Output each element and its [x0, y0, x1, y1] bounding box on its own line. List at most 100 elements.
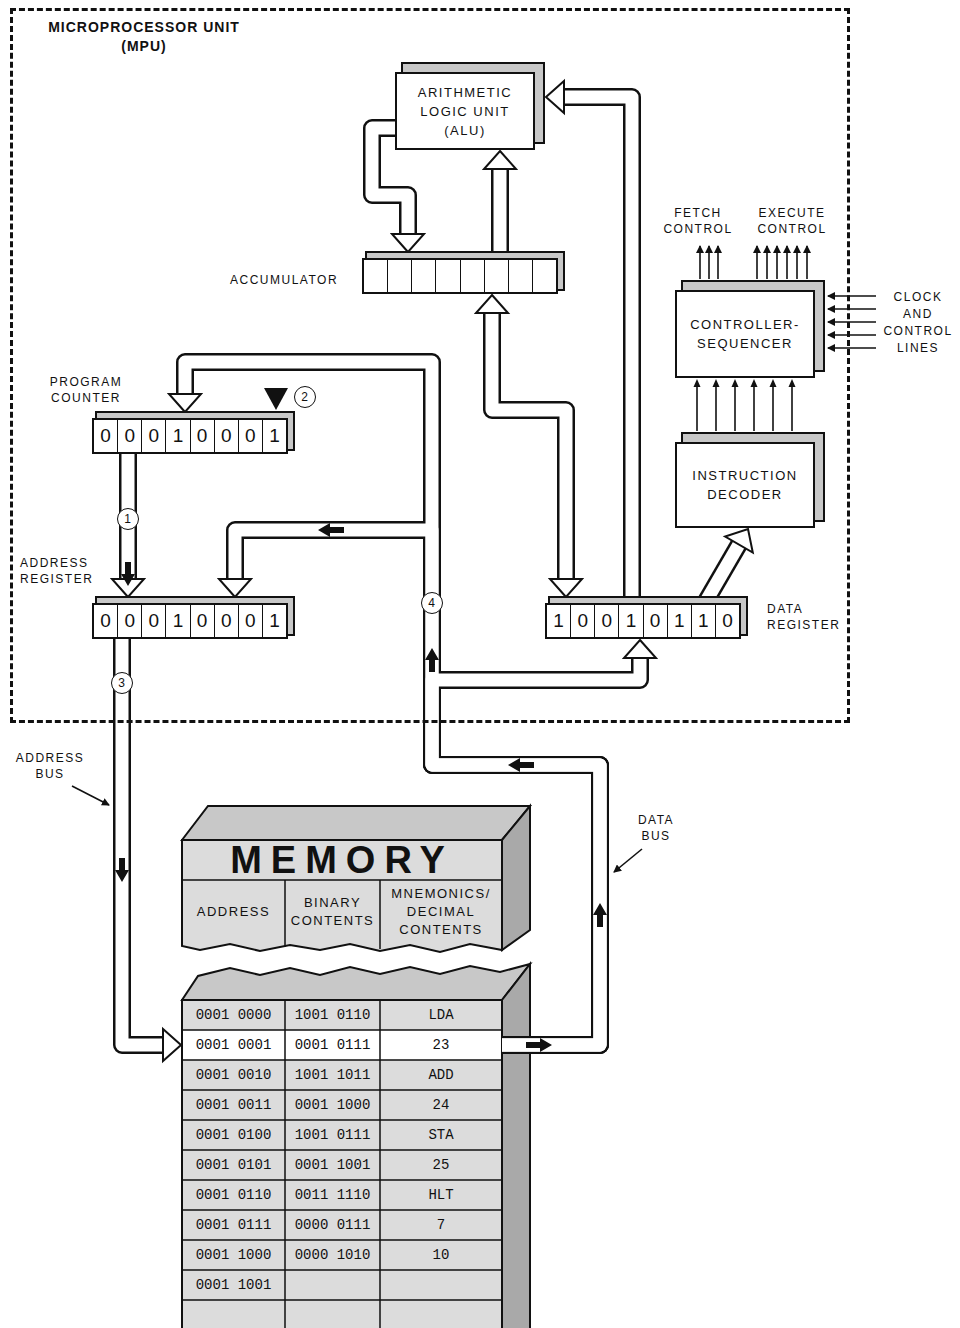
- connector-fills: [122, 97, 740, 1045]
- flow-arrow: [593, 903, 607, 927]
- clock-line: [828, 321, 876, 323]
- memory-table-cell: 0001 0011: [182, 1097, 285, 1113]
- register-bit-cell: 0: [94, 605, 117, 637]
- register-bit-cell: 0: [214, 420, 238, 452]
- memory-table-cell: 10: [380, 1247, 502, 1263]
- memory-table-cell: 0001 0001: [182, 1037, 285, 1053]
- control-arrowhead: [789, 379, 796, 387]
- controller-sequencer-box: CONTROLLER- SEQUENCER: [675, 290, 815, 378]
- register-bit: 1: [173, 610, 184, 632]
- register-bit-cell: 1: [667, 605, 691, 637]
- memory-table-cell: 0011 1110: [285, 1187, 380, 1203]
- connector-outlines: [122, 97, 740, 1045]
- register-bit: 0: [197, 425, 208, 447]
- register-bit-cell: 1: [618, 605, 642, 637]
- register-bit: 1: [553, 610, 564, 632]
- bus-connector: [705, 543, 740, 603]
- mpu-title: MICROPROCESSOR UNIT (MPU): [24, 18, 264, 56]
- register-bit: 1: [269, 425, 280, 447]
- memory-table-cell: 23: [380, 1037, 502, 1053]
- memory-table-cell: 0001 0000: [182, 1007, 285, 1023]
- register-bit-cell: 0: [594, 605, 618, 637]
- control-group-label: FETCH CONTROL: [660, 205, 736, 237]
- bus-fill: [494, 167, 507, 258]
- register-bit: 0: [149, 610, 160, 632]
- memory-header-lines: [182, 880, 502, 949]
- address-register: 00010001ADDRESS REGISTER: [92, 603, 288, 639]
- column-header: MNEMONICS/ DECIMAL CONTENTS: [380, 880, 502, 944]
- register-bit-cell: 1: [547, 605, 570, 637]
- register-bit: 0: [221, 425, 232, 447]
- register-bit-cell: 0: [214, 605, 238, 637]
- bus-arrowhead: [546, 81, 564, 113]
- column-header: ADDRESS: [182, 880, 285, 944]
- clock-line: [828, 295, 876, 297]
- register-bit-cell: [387, 260, 411, 292]
- memory-row-lines: [182, 1000, 502, 1328]
- memory-table-cell: 0001 0110: [182, 1187, 285, 1203]
- memory-table-cell: 0001 0101: [182, 1157, 285, 1173]
- fetch-control-line: [717, 246, 719, 279]
- column-header: BINARY CONTENTS: [285, 880, 380, 944]
- data-register: 10010110DATA REGISTER: [545, 603, 741, 639]
- box-label: CONTROLLER- SEQUENCER: [685, 315, 805, 353]
- register-bit-cell: 1: [165, 420, 189, 452]
- memory-table-cell: 0001 0100: [182, 1127, 285, 1143]
- bus-fill: [492, 311, 566, 581]
- execute-control-line: [796, 246, 798, 279]
- memory-table-cell: 1001 0111: [285, 1127, 380, 1143]
- memory-front-lower: [182, 1000, 502, 1328]
- memory-table-cell: STA: [380, 1127, 502, 1143]
- register-bit: 0: [124, 425, 135, 447]
- register-bit: 1: [698, 610, 709, 632]
- callout-number: 3: [111, 672, 133, 694]
- bus-label: ADDRESS BUS: [8, 750, 92, 782]
- bus-outline: [491, 167, 509, 258]
- memory-table-cell: 24: [380, 1097, 502, 1113]
- box-label: INSTRUCTION DECODER: [685, 466, 805, 504]
- clock-line: [828, 308, 876, 310]
- register-bit-cell: 0: [117, 420, 141, 452]
- memory-table-cell: 0001 1000: [182, 1247, 285, 1263]
- register-bit-cell: [411, 260, 435, 292]
- memory-table-cell: 1001 1011: [285, 1067, 380, 1083]
- bus-connector: [500, 167, 501, 258]
- memory-table-cell: 7: [380, 1217, 502, 1233]
- callout-number: 4: [421, 592, 443, 614]
- register-bit-cell: [364, 260, 387, 292]
- callout-number: 1: [117, 508, 139, 530]
- execute-control-line: [776, 246, 778, 279]
- memory-table-cell: 0001 0111: [182, 1217, 285, 1233]
- bus-fill: [705, 543, 740, 603]
- memory-table-cell: 0001 1000: [285, 1097, 380, 1113]
- register-name: PROGRAM COUNTER: [40, 374, 132, 406]
- execute-control-line: [756, 246, 758, 279]
- bus-outline: [492, 311, 566, 581]
- memory-table-cell: ADD: [380, 1067, 502, 1083]
- register-bit-cell: [460, 260, 484, 292]
- register-bit-cell: 1: [262, 605, 286, 637]
- control-arrowhead: [732, 379, 739, 387]
- leader-line: [614, 849, 642, 872]
- memory-table-cell: 0001 1001: [285, 1157, 380, 1173]
- register-bit: 1: [173, 425, 184, 447]
- execute-control-line: [766, 246, 768, 279]
- register-bit: 1: [674, 610, 685, 632]
- control-arrowhead: [694, 379, 701, 387]
- fetch-control-line: [699, 246, 701, 279]
- memory-torn-top-face: [182, 964, 530, 1000]
- memory-table-cell: 25: [380, 1157, 502, 1173]
- bus-arrowhead: [624, 640, 656, 658]
- control-lines: [694, 379, 796, 431]
- register-bit: 0: [602, 610, 613, 632]
- memory-top-face: [182, 806, 530, 840]
- instruction-decoder-box: INSTRUCTION DECODER: [675, 442, 815, 528]
- bus-fill: [432, 656, 640, 1045]
- register-bit-cell: 0: [141, 605, 165, 637]
- flow-arrow: [318, 523, 344, 537]
- register-name: ACCUMULATOR: [230, 272, 355, 288]
- register-bit-cell: 0: [117, 605, 141, 637]
- register-bit-cell: 0: [190, 605, 214, 637]
- flow-arrow: [115, 858, 129, 882]
